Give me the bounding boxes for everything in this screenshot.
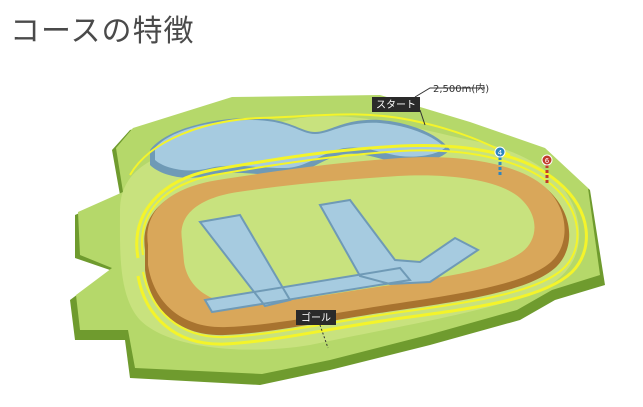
distance-label: 2,500m(内) (433, 82, 489, 95)
marker-pole-red: 6 (541, 154, 553, 183)
inner-water-upper-top (155, 120, 445, 171)
start-label-text: スタート (376, 99, 416, 111)
marker-red-number: 6 (545, 157, 550, 165)
marker-pole-blue: 4 (494, 146, 506, 175)
goal-label: ゴール (296, 310, 336, 349)
outer-rail (135, 143, 588, 346)
page-title: コースの特徴 (10, 14, 195, 49)
marker-blue-number: 4 (498, 149, 503, 157)
goal-label-text: ゴール (301, 311, 331, 324)
inner-rail (141, 149, 579, 339)
start-label: スタート (372, 87, 485, 126)
upper-outer-rail (129, 113, 511, 176)
inner-water-channels (198, 198, 480, 314)
